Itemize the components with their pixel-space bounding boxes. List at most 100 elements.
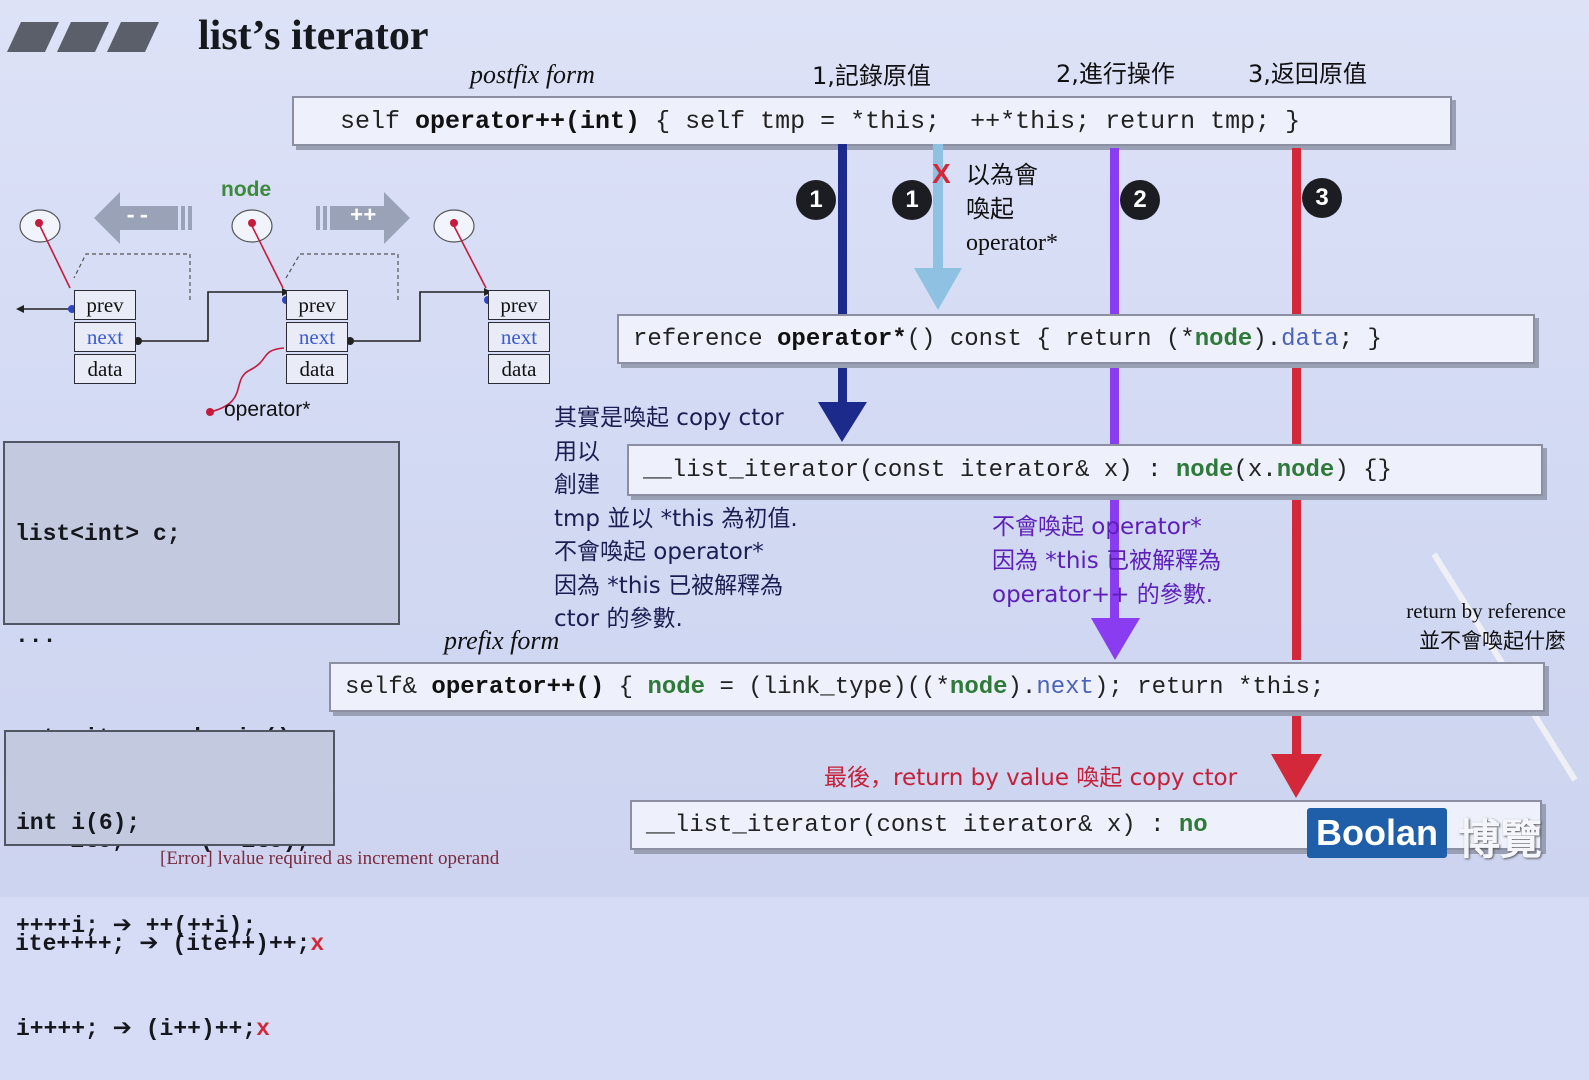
prefix-operator-code: self& operator++() { node = (link_type)(… [329, 662, 1545, 712]
code-line: list<int> c; [15, 521, 181, 547]
code-token: i++++; [16, 1016, 99, 1042]
note-line: 因為 *this 已被解釋為 [554, 572, 784, 599]
code-token: node [1276, 456, 1335, 484]
prev-link-1 [73, 253, 191, 300]
flow-arrowhead-step2 [1091, 618, 1140, 660]
note-operator-pp: 不會喚起 operator* 因為 *this 已被解釋為 operator++… [992, 510, 1221, 612]
boolan-logo: Boolan [1307, 808, 1447, 858]
note-line: 其實是喚起 copy ctor [554, 405, 784, 431]
cloud-right-dot [450, 219, 458, 227]
minus-arrow-bar [181, 206, 185, 230]
code-line: i++++; ➔ (i++)++;x [16, 1011, 323, 1046]
note-line: 並不會喚起什麼 [1419, 629, 1566, 653]
node-c-prev: prev [488, 290, 550, 320]
flow-line-step3 [1292, 148, 1301, 314]
plus-arrow-bar [316, 206, 320, 230]
slide-title: list’s iterator [198, 13, 429, 59]
next-dot-2 [346, 337, 354, 345]
pointer-right [453, 225, 487, 289]
code-token: ; } [1338, 325, 1382, 353]
note-line: 以為會 [966, 161, 1038, 189]
note-line: return by reference [1406, 599, 1566, 623]
deref-operator-code: reference operator*() const { return (*n… [617, 314, 1535, 364]
code-token: = (link_type)((* [705, 673, 950, 701]
code-token: ); return *this; [1093, 673, 1325, 701]
node-c-data: data [488, 354, 550, 384]
operator-dot [206, 408, 214, 416]
note-line: operator* [966, 230, 1058, 256]
flow-arrowhead-step3 [1271, 754, 1322, 798]
code-line: int i(6); [16, 810, 141, 836]
step-1-label: 1,記錄原值 [812, 62, 931, 90]
list-example-box: list<int> c; ... auto ite = c.begin(); +… [3, 441, 400, 957]
operator-squiggle [209, 347, 285, 413]
code-token: node [1175, 456, 1234, 484]
flow-line-step1-lower [838, 364, 847, 406]
code-token: (x. [1233, 456, 1277, 484]
next-link-1 [138, 291, 282, 342]
code-token: operator* [777, 325, 907, 353]
cloud-left-dot [35, 219, 43, 227]
cloud-node-dot [248, 219, 256, 227]
prefix-form-label: prefix form [444, 626, 560, 655]
node-b-data: data [286, 354, 348, 384]
flow-line-step3-lower [1292, 496, 1301, 660]
code-token: ++++i; [16, 913, 99, 939]
plus-arrow-shape [330, 192, 410, 244]
code-line: ... [15, 623, 57, 649]
flow-line-step2-mid [1110, 364, 1119, 444]
note-line: 喚起 [966, 195, 1014, 223]
note-return-reference: return by reference 並不會喚起什麼 [1376, 596, 1566, 656]
copy-ctor-code: __list_iterator(const iterator& x) : nod… [627, 444, 1543, 496]
note-copy-ctor: 其實是喚起 copy ctor 用以 創建 tmp 並以 *this 為初值. … [554, 402, 798, 637]
x-mark: X [932, 158, 951, 189]
note-line: 不會喚起 operator* [992, 514, 1202, 540]
flow-line-step1 [838, 144, 847, 316]
note-line: ctor 的參數. [554, 606, 683, 632]
boolan-cn-logo: 博覽 [1458, 815, 1543, 864]
code-token: operator++(int) [415, 106, 641, 136]
node-b-prev: prev [286, 290, 348, 320]
code-token: no [1178, 811, 1208, 839]
note-line: 不會喚起 operator* [554, 539, 764, 565]
code-token: ++(++i); [145, 913, 257, 939]
node-c-next: next [488, 322, 550, 352]
node-b-next: next [286, 322, 348, 352]
code-token: node [647, 673, 706, 701]
code-line: ++++i; ➔ ++(++i); [16, 908, 323, 943]
marker-3: 3 [1302, 178, 1342, 218]
minus-arrow-shape [94, 192, 178, 244]
step-2-label: 2,進行操作 [1056, 60, 1175, 88]
code-token: ). [1007, 673, 1037, 701]
minus-arrow-bar [188, 206, 192, 230]
pointer-node [251, 225, 284, 289]
node-label: node [221, 178, 272, 201]
note-line: operator++ 的參數. [992, 582, 1214, 608]
note-line: 因為 *this 已被解釋為 [992, 548, 1222, 574]
note-misconception: 以為會 喚起 operator* [966, 158, 1058, 260]
operator-label: operator* [224, 398, 311, 421]
code-token: () const { return (* [906, 325, 1195, 353]
note-final: 最後，return by value 喚起 copy ctor [824, 765, 1238, 791]
prev-link-left-head [16, 305, 24, 313]
flow-arrowhead-misconception [914, 268, 962, 310]
code-token: self& [345, 673, 432, 701]
plus-label: ++ [350, 204, 377, 229]
next-dot-1 [134, 337, 142, 345]
code-token: ). [1252, 325, 1282, 353]
next-link-2 [350, 291, 484, 342]
flow-line-step3-mid [1292, 364, 1301, 444]
code-token: ) {} [1334, 456, 1392, 484]
note-line: 用以 [554, 438, 600, 465]
flow-line-step2 [1110, 148, 1119, 314]
code-token: __list_iterator(const iterator& x) : [646, 811, 1179, 839]
error-message: [Error] lvalue required as increment ope… [160, 848, 500, 869]
code-token: { self tmp = *this; ++*this; return tmp;… [640, 106, 1301, 136]
step-3-label: 3,返回原值 [1248, 60, 1367, 88]
arrow-icon: ➔ [112, 912, 132, 938]
flow-line-step2-lower [1110, 496, 1119, 620]
flow-line-step3-bottom [1292, 712, 1301, 762]
code-token: __list_iterator(const iterator& x) : [643, 456, 1176, 484]
code-token: node [1194, 325, 1253, 353]
marker-2: 2 [1120, 180, 1160, 220]
